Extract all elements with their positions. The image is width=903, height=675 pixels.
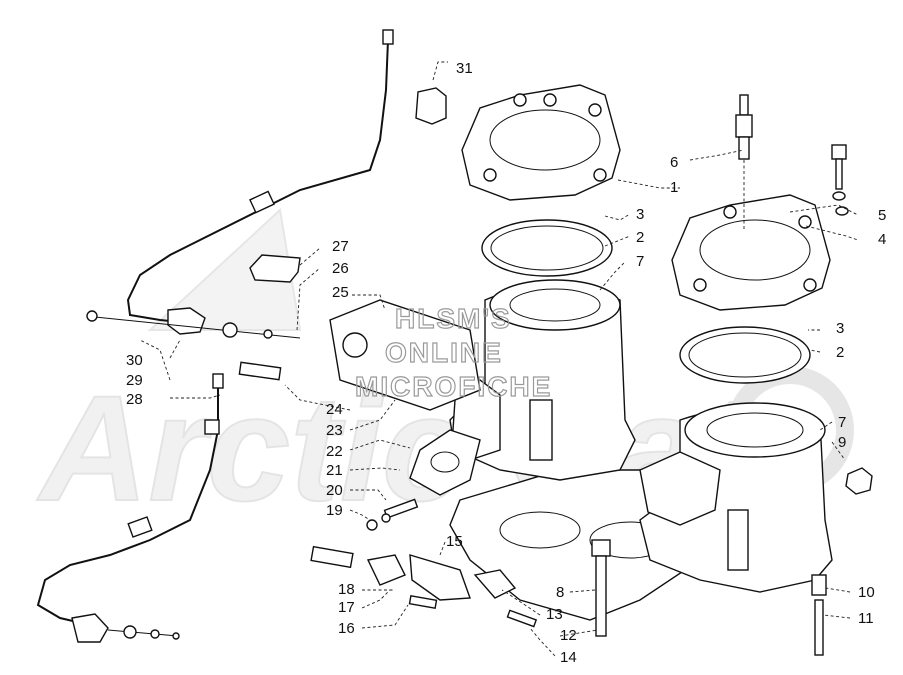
part-27-block [249, 254, 301, 283]
callout-6: 6 [670, 154, 678, 171]
callout-15: 15 [446, 533, 463, 550]
callout-20: 20 [326, 482, 343, 499]
cable-adjuster-upper [249, 190, 275, 214]
site-watermark: HLSM'S ONLINE MICROFICHE [354, 302, 552, 402]
watermark-line-2: ONLINE [385, 337, 503, 368]
cylinder-upper [449, 279, 636, 481]
callout-4: 4 [878, 231, 886, 248]
callout-3-upper: 3 [636, 206, 644, 223]
cable-end-top [382, 29, 394, 45]
callout-13: 13 [546, 606, 563, 623]
cable-end-fitting [86, 310, 98, 322]
stud-and-spacer [811, 574, 827, 656]
callout-26: 26 [332, 260, 349, 277]
callout-5: 5 [878, 207, 886, 224]
callout-22: 22 [326, 443, 343, 460]
callout-19: 19 [326, 502, 343, 519]
part-31-clip [415, 87, 447, 125]
cable-adjuster-lower [127, 516, 153, 538]
upper-cable [86, 29, 394, 339]
callout-14: 14 [560, 649, 577, 666]
spark-plug [735, 94, 753, 230]
actuator-parts [310, 545, 538, 628]
callout-25: 25 [332, 284, 349, 301]
callout-10: 10 [858, 584, 875, 601]
callout-2-lower: 2 [836, 344, 844, 361]
callout-1: 1 [670, 179, 678, 196]
callout-21: 21 [326, 462, 343, 479]
callout-23: 23 [326, 422, 343, 439]
callout-3-lower: 3 [836, 320, 844, 337]
callout-27: 27 [332, 238, 349, 255]
cable-end-lower [212, 373, 224, 389]
head-bolt [831, 144, 849, 216]
callout-12: 12 [560, 627, 577, 644]
callout-11: 11 [858, 610, 874, 627]
watermark-line-1: HLSM'S [395, 303, 512, 334]
callout-7-upper: 7 [636, 253, 644, 270]
head-gasket-upper-inner [490, 225, 604, 271]
callout-18: 18 [338, 581, 355, 598]
head-gasket-lower-outer [679, 326, 811, 384]
cylinder-head-lower [671, 194, 831, 311]
callout-16: 16 [338, 620, 355, 637]
cylinder-nut [845, 467, 873, 495]
callout-29: 29 [126, 372, 143, 389]
head-gasket-lower-inner [688, 332, 802, 378]
cylinder-head-upper [461, 84, 621, 201]
exhaust-valve-assembly [238, 299, 481, 531]
callout-28: 28 [126, 391, 143, 408]
callout-17: 17 [338, 599, 355, 616]
head-gasket-upper-outer [481, 219, 613, 277]
cylinder-lower [639, 402, 833, 593]
callout-8: 8 [556, 584, 564, 601]
leader-lines [139, 149, 859, 657]
callout-labels: 31 1 6 5 4 3 2 7 27 26 25 3 2 30 29 28 2… [126, 60, 886, 666]
callout-2-upper: 2 [636, 229, 644, 246]
lower-cable [36, 373, 224, 643]
callout-7-lower: 7 [838, 414, 846, 431]
cylinder-stud [591, 539, 611, 637]
cable-clip [204, 419, 220, 435]
callout-31: 31 [456, 60, 473, 77]
cable-housing-lower [71, 613, 109, 643]
callout-9: 9 [838, 434, 846, 451]
callout-30: 30 [126, 352, 143, 369]
watermark-line-3: MICROFICHE [355, 371, 552, 402]
callout-24: 24 [326, 401, 343, 418]
